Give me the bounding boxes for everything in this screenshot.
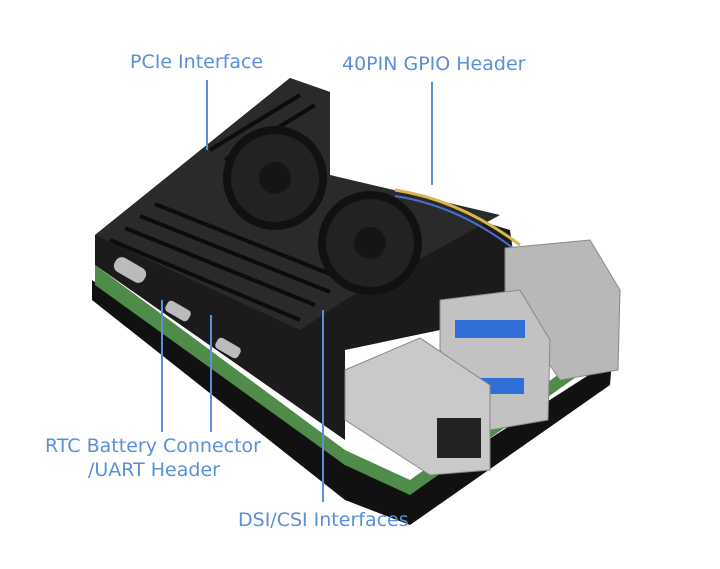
heatsink-fins: [109, 93, 346, 322]
micro-hdmi-port-1: [165, 300, 191, 322]
label-rtc-line2: /UART Header: [88, 459, 220, 481]
fan-top: [223, 126, 327, 230]
fan-wire: [394, 188, 521, 247]
callout-lines: [161, 80, 433, 502]
usbc-port: [113, 257, 147, 283]
ethernet-port: [344, 337, 491, 476]
micro-hdmi-port-2: [215, 337, 241, 359]
fan-bottom: [318, 191, 422, 295]
label-dsi: DSI/CSI Interfaces: [238, 509, 409, 531]
label-gpio: 40PIN GPIO Header: [342, 53, 526, 75]
label-pcie: PCIe Interface: [130, 51, 264, 73]
label-rtc-line1: RTC Battery Connector: [45, 435, 261, 457]
